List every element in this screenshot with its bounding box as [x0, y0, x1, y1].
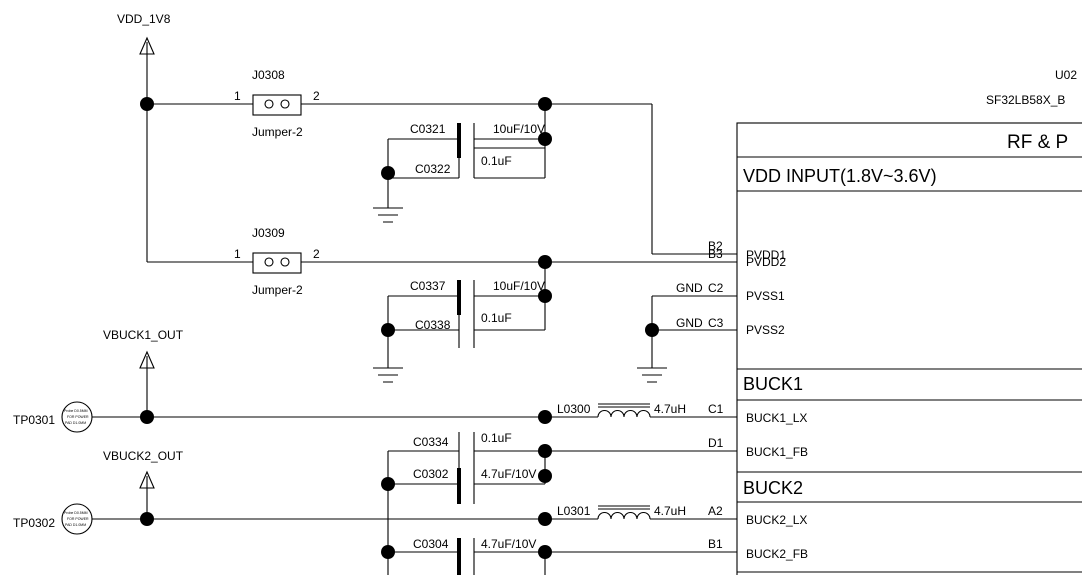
ic-u02: U02 SF32LB58X_B RF & P VDD INPUT(1.8V~3.… — [736, 68, 1082, 575]
capacitor-ref: C0302 — [413, 467, 449, 481]
section-vdd-input: VDD INPUT(1.8V~3.6V) — [743, 166, 937, 186]
inductor-value: 4.7uH — [654, 402, 686, 416]
pin-name: BUCK2_FB — [746, 547, 808, 561]
vbuck2-net: VBUCK2_OUT TP0302 Probe D0.5MM FOR POWER… — [13, 449, 737, 535]
capacitor-ref: C0304 — [413, 537, 449, 551]
pvdd1-net: C0321 10uF/10V C0322 0.1uF — [373, 97, 737, 255]
pin-number: C2 — [708, 281, 724, 295]
junction-dot — [140, 512, 154, 526]
jumper-j0308: J0308 1 2 Jumper-2 — [234, 68, 545, 139]
jumper-j0309: J0309 1 2 Jumper-2 — [234, 226, 737, 297]
capacitor-ref: C0337 — [410, 279, 446, 293]
capacitor-ref: C0321 — [410, 122, 446, 136]
jumper-contact — [280, 257, 290, 267]
vbuck2-label: VBUCK2_OUT — [103, 449, 184, 463]
jumper-value: Jumper-2 — [252, 125, 303, 139]
jumper-pin2: 2 — [313, 89, 320, 103]
capacitor-value: 4.7uF/10V — [481, 537, 536, 551]
power-arrow-icon — [139, 350, 155, 369]
net-label-gnd: GND — [676, 316, 703, 330]
testpoint-text: FOR POWER — [67, 415, 89, 419]
jumper-body — [252, 94, 302, 116]
junction-dot — [381, 477, 395, 491]
junction-dot — [645, 323, 659, 337]
capacitor-value: 0.1uF — [481, 431, 512, 445]
section-buck2: BUCK2 — [743, 478, 803, 498]
junction-dot — [381, 166, 395, 180]
buck2-fb-net: B1 C0304 4.7uF/10V — [381, 537, 737, 575]
pin-name: PVSS1 — [746, 289, 785, 303]
section-buck1: BUCK1 — [743, 374, 803, 394]
vbuck1-net: VBUCK1_OUT TP0301 Probe D0.5MM FOR POWER… — [13, 328, 737, 433]
jumper-pin1: 1 — [234, 89, 241, 103]
capacitor-value: 0.1uF — [481, 311, 512, 325]
vdd-1v8-label: VDD_1V8 — [117, 12, 171, 26]
jumper-pin1: 1 — [234, 247, 241, 261]
capacitor-value: 4.7uF/10V — [481, 467, 536, 481]
jumper-value: Jumper-2 — [252, 283, 303, 297]
vbuck1-label: VBUCK1_OUT — [103, 328, 184, 342]
jumper-ref: J0309 — [252, 226, 285, 240]
pin-number: B3 — [708, 247, 723, 261]
pvdd2-net: C0337 10uF/10V C0338 0.1uF — [373, 255, 552, 383]
capacitor-value: 10uF/10V — [493, 279, 545, 293]
ic-ref: U02 — [1055, 68, 1077, 82]
power-arrow-icon — [139, 36, 155, 55]
pin-name: PVSS2 — [746, 323, 785, 337]
testpoint-text: Probe D0.5MM — [64, 409, 88, 413]
pin-number: A2 — [708, 504, 723, 518]
power-arrow-icon — [139, 470, 155, 489]
vdd-1v8-net: VDD_1V8 — [117, 12, 253, 263]
capacitor-value: 10uF/10V — [493, 122, 545, 136]
ic-part-number: SF32LB58X_B — [986, 93, 1065, 107]
pin-name: BUCK1_LX — [746, 411, 807, 425]
testpoint-text: Probe D0.5MM — [64, 511, 88, 515]
jumper-ref: J0308 — [252, 68, 285, 82]
jumper-contact — [264, 257, 274, 267]
capacitor-value: 0.1uF — [481, 154, 512, 168]
ic-title: RF & P — [1007, 132, 1068, 153]
net-label-gnd: GND — [676, 281, 703, 295]
testpoint-ref: TP0302 — [13, 516, 55, 530]
pin-number: C1 — [708, 402, 724, 416]
testpoint-text: FOR POWER — [67, 517, 89, 521]
ground-icon — [637, 367, 667, 383]
pin-number: D1 — [708, 436, 724, 450]
pin-name: BUCK1_FB — [746, 445, 808, 459]
pin-number: C3 — [708, 316, 724, 330]
inductor-coil — [597, 511, 651, 520]
jumper-contact — [280, 99, 290, 109]
pin-number: B1 — [708, 537, 723, 551]
inductor-ref: L0300 — [557, 402, 591, 416]
capacitor-ref: C0334 — [413, 435, 449, 449]
pin-name: PVDD1 — [746, 248, 786, 262]
ic-body — [736, 122, 1082, 575]
junction-dot — [538, 469, 552, 483]
jumper-body — [252, 252, 302, 274]
buck1-fb-net: D1 C0334 0.1uF C0302 4.7uF/10V — [381, 431, 737, 575]
inductor-value: 4.7uH — [654, 504, 686, 518]
pin-name: PVDD2 — [746, 255, 786, 269]
junction-dot — [381, 545, 395, 559]
jumper-pin2: 2 — [313, 247, 320, 261]
junction-dot — [381, 323, 395, 337]
inductor-ref: L0301 — [557, 504, 591, 518]
junction-dot — [140, 410, 154, 424]
testpoint-text: PAD D1.0MM — [65, 523, 86, 527]
capacitor-ref: C0338 — [415, 318, 451, 332]
ground-icon — [373, 367, 403, 383]
testpoint-text: PAD D1.0MM — [65, 421, 86, 425]
inductor-coil — [597, 409, 651, 418]
capacitor-ref: C0322 — [415, 162, 451, 176]
pvss-net: GND GND — [637, 281, 737, 383]
pin-name: BUCK2_LX — [746, 513, 807, 527]
ground-icon — [373, 207, 403, 223]
testpoint-ref: TP0301 — [13, 413, 55, 427]
jumper-contact — [264, 99, 274, 109]
pin-number: B2 — [708, 239, 723, 253]
